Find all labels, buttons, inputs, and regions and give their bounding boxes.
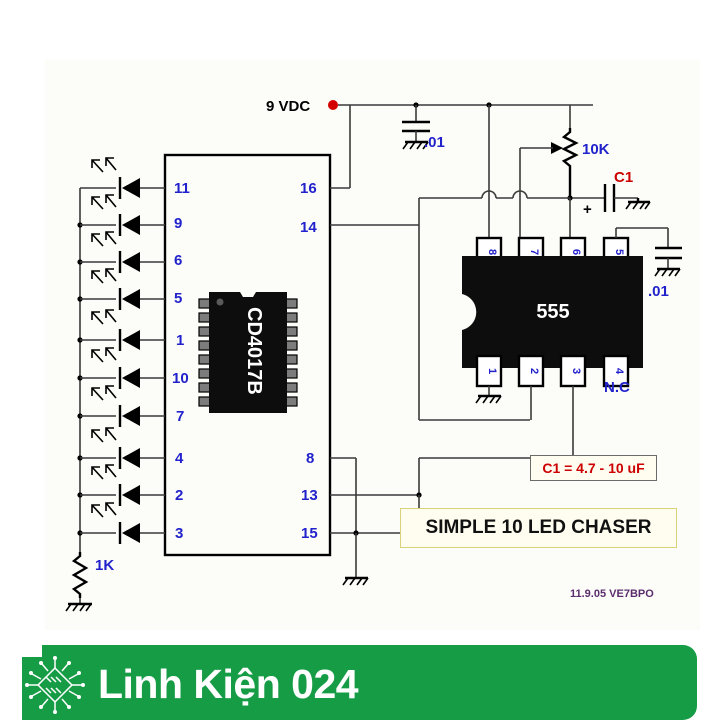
cap-c1: + C1 (567, 169, 651, 218)
pin-label-5: 5 (174, 290, 182, 307)
pin-label-13: 13 (301, 487, 318, 504)
ground-symbol-1k (65, 602, 92, 612)
pin-label-2: 2 (175, 487, 183, 504)
led-1 (80, 157, 165, 199)
led-7 (77, 385, 165, 427)
led-9 (77, 464, 165, 506)
pin-label-16: 16 (300, 180, 317, 197)
brand-bar (22, 645, 697, 720)
led-3 (77, 231, 165, 273)
led-6 (77, 347, 165, 389)
signature-text: 11.9.05 VE7BPO (570, 588, 654, 600)
timer-output-net (330, 386, 574, 586)
title-box: SIMPLE 10 LED CHASER (400, 508, 677, 548)
ic555-pin-3: 3 (570, 368, 582, 374)
ground-symbol-555-pin1 (475, 386, 502, 404)
cap-c1-polarity: + (583, 201, 592, 218)
title-text: SIMPLE 10 LED CHASER (425, 517, 652, 538)
ic555-label: 555 (536, 301, 569, 323)
ic555-nc-label: N.C (604, 379, 630, 396)
led-chain (77, 157, 165, 552)
ic555-pin-8: 8 (486, 249, 498, 255)
ic555-pin-1: 1 (486, 368, 498, 374)
ic555-pin-6: 6 (570, 249, 582, 255)
pin-label-6: 6 (174, 252, 182, 269)
potentiometer-10k: 10K (519, 105, 610, 198)
power-net: 9 VDC (266, 98, 593, 189)
led-10 (77, 502, 165, 544)
ic555-pins-bottom (475, 354, 630, 388)
ground-symbol-cd4017 (342, 576, 369, 586)
pin-label-9: 9 (174, 215, 182, 232)
cap-c1-label: C1 (614, 169, 633, 186)
pin-label-11: 11 (174, 180, 190, 197)
cap-supply: .01 (402, 105, 445, 151)
pin-label-7: 7 (176, 408, 184, 425)
brand-notch (22, 645, 42, 657)
led-4 (77, 268, 165, 310)
ic555-pin-5: 5 (613, 249, 625, 255)
brand-name: Linh Kiện 024 (98, 661, 359, 707)
c1-value-text: C1 = 4.7 - 10 uF (542, 460, 645, 476)
pin-label-15: 15 (301, 525, 318, 542)
c1-value-box: C1 = 4.7 - 10 uF (530, 455, 657, 481)
resistor-1k-label: 1K (95, 557, 114, 574)
cd4017b-pins-left (198, 298, 213, 407)
pin-label-4: 4 (175, 450, 184, 467)
ground-symbol-cap-supply (402, 140, 429, 150)
pin-label-8: 8 (306, 450, 314, 467)
pin-label-1: 1 (176, 332, 184, 349)
ic555-pin-7: 7 (528, 249, 540, 255)
led-5 (77, 309, 165, 351)
pin-label-14: 14 (300, 219, 317, 236)
supply-label: 9 VDC (266, 98, 310, 115)
ground-symbol-c1 (625, 198, 651, 210)
pin14-net (330, 198, 530, 421)
ic555-pin-4: 4 (613, 368, 625, 375)
timer-vcc-net (419, 105, 571, 238)
pin-label-3: 3 (175, 525, 183, 542)
cap-supply-label: .01 (424, 134, 445, 151)
pin-label-10: 10 (172, 370, 189, 387)
led-8 (77, 427, 165, 469)
resistor-1k: 1K (65, 552, 114, 612)
cap-control: .01 (615, 227, 682, 300)
cd4017-outline (163, 153, 332, 557)
ic-555: 8 7 6 5 1 2 3 4 555 N.C (462, 236, 643, 396)
cd4017b-chip: CD4017B (198, 292, 298, 413)
ic555-pin-2: 2 (528, 368, 540, 374)
cap-control-label: .01 (648, 283, 669, 300)
microchip-icon (25, 656, 85, 714)
ground-symbol-cap-control (654, 267, 681, 277)
cd4017b-label: CD4017B (243, 307, 265, 395)
supply-terminal-dot (328, 100, 338, 110)
led-2 (77, 194, 165, 236)
pot-10k-label: 10K (582, 141, 610, 158)
